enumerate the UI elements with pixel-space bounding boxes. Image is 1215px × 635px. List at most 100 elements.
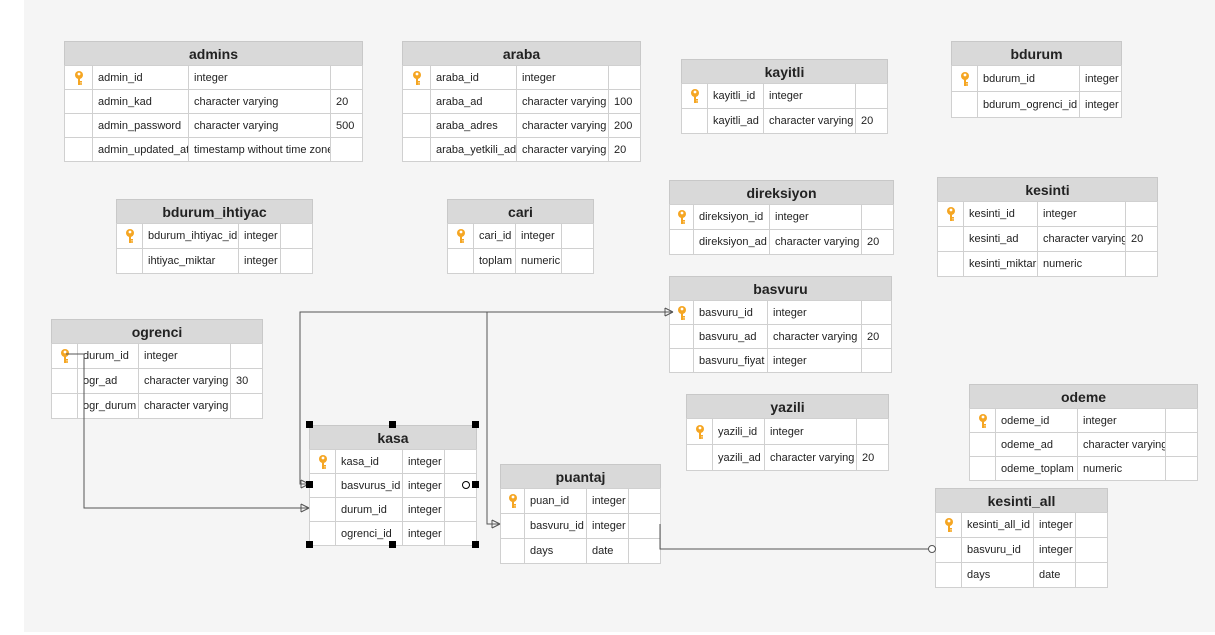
optional-circle-icon [928, 545, 936, 553]
column-name: cari_id [474, 224, 516, 249]
key-cell [52, 394, 78, 419]
column-type: integer [1038, 202, 1126, 227]
column-len: 20 [862, 230, 894, 255]
column-type: numeric [1078, 457, 1166, 481]
column-len: 30 [231, 369, 263, 394]
column-name: puan_id [525, 489, 587, 514]
column-len: 20 [1126, 227, 1158, 252]
column-len [231, 344, 263, 369]
selection-handle[interactable] [472, 421, 479, 428]
column-type: character varying [189, 90, 331, 114]
selection-handle[interactable] [389, 541, 396, 548]
table-title: kesinti_all [935, 488, 1108, 512]
column-type: character varying [764, 109, 856, 134]
column-name: ihtiyac_miktar [143, 249, 239, 274]
primary-key-icon [936, 513, 962, 538]
column-name: direksiyon_id [694, 205, 770, 230]
column-name: kayitli_ad [708, 109, 764, 134]
column-name: basvuru_id [962, 538, 1034, 563]
column-type: integer [587, 514, 629, 539]
column-name: basvuru_ad [694, 325, 768, 349]
column-type: integer [239, 224, 281, 249]
column-name: days [962, 563, 1034, 588]
column-len [1166, 409, 1198, 433]
selection-handle[interactable] [306, 481, 313, 488]
key-cell [936, 538, 962, 563]
table-title: admins [64, 41, 363, 65]
selection-handle[interactable] [306, 541, 313, 548]
key-cell [501, 539, 525, 564]
primary-key-icon [670, 301, 694, 325]
key-cell [682, 109, 708, 134]
table-title: odeme [969, 384, 1198, 408]
column-name: basvuru_fiyat [694, 349, 768, 373]
key-cell [403, 114, 431, 138]
key-cell [970, 457, 996, 481]
column-type: date [1034, 563, 1076, 588]
column-type: integer [1034, 513, 1076, 538]
column-type: integer [1078, 409, 1166, 433]
column-name: durum_id [78, 344, 139, 369]
key-cell [938, 227, 964, 252]
column-type: integer [770, 205, 862, 230]
selection-handle[interactable] [306, 421, 313, 428]
column-name: yazili_ad [713, 445, 765, 471]
primary-key-icon [682, 84, 708, 109]
selection-handle[interactable] [389, 421, 396, 428]
primary-key-icon [310, 450, 336, 474]
column-type: integer [516, 224, 562, 249]
column-type: numeric [1038, 252, 1126, 277]
column-name: odeme_id [996, 409, 1078, 433]
relation-ogrenci-kasa[interactable] [66, 353, 309, 509]
relation-puantaj-kesinti-all[interactable] [659, 524, 935, 550]
key-cell [65, 90, 93, 114]
column-name: admin_updated_at [93, 138, 189, 162]
key-cell [117, 249, 143, 274]
column-len [331, 66, 363, 90]
column-type: timestamp without time zone [189, 138, 331, 162]
column-name: yazili_id [713, 419, 765, 445]
column-name: kesinti_ad [964, 227, 1038, 252]
key-cell [403, 90, 431, 114]
column-type: character varying [517, 114, 609, 138]
relation-basvuru-puantaj[interactable] [486, 311, 673, 525]
column-len [857, 419, 889, 445]
column-type: integer [587, 489, 629, 514]
column-type: integer [1080, 66, 1122, 92]
column-len: 20 [862, 325, 892, 349]
column-type: character varying [517, 138, 609, 162]
key-cell [448, 249, 474, 274]
column-type: character varying [770, 230, 862, 255]
key-cell [670, 230, 694, 255]
column-type: character varying [1038, 227, 1126, 252]
column-type: integer [403, 474, 445, 498]
selection-handle[interactable] [472, 481, 479, 488]
column-len: 20 [609, 138, 641, 162]
column-name: bdurum_ihtiyac_id [143, 224, 239, 249]
column-type: integer [768, 301, 862, 325]
primary-key-icon [670, 205, 694, 230]
column-len [629, 539, 661, 564]
table-title: bdurum_ihtiyac [116, 199, 313, 223]
column-name: durum_id [336, 498, 403, 522]
connector-circle-icon[interactable] [462, 481, 470, 489]
column-len [1166, 433, 1198, 457]
column-type: character varying [768, 325, 862, 349]
selection-handle[interactable] [472, 541, 479, 548]
